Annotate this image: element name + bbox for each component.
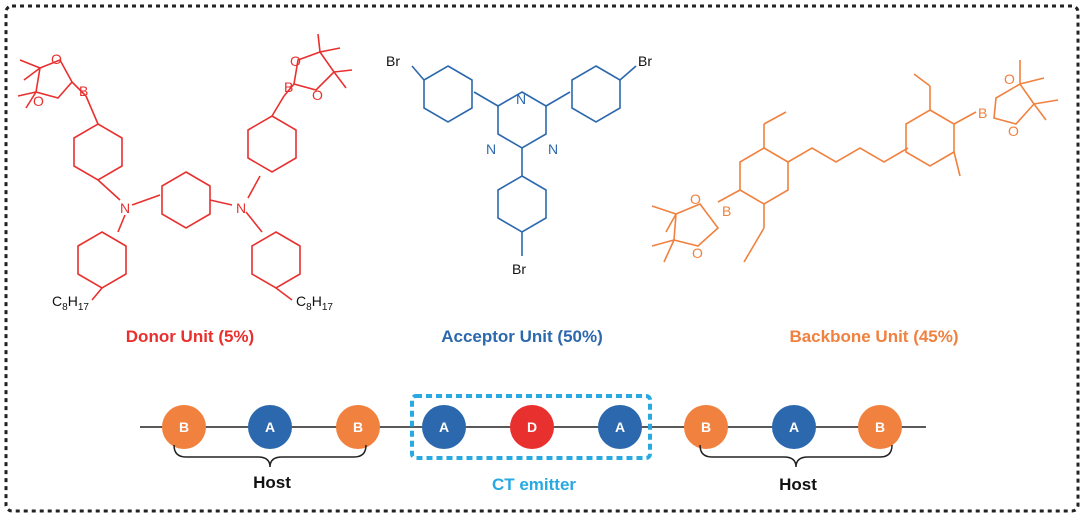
acceptor-nitrogen-3: N — [548, 141, 558, 157]
donor-alkyl-left: C8H17 — [52, 293, 89, 313]
host-brace-left — [173, 444, 367, 468]
donor-boron-left: B — [79, 83, 88, 99]
donor-alkyl-labels: C8H17 C8H17 — [52, 293, 333, 313]
acceptor-nitrogen-2: N — [486, 141, 496, 157]
bead-label-8: A — [789, 419, 799, 435]
bead-acceptor-8 — [772, 405, 816, 449]
bead-label-9: B — [875, 419, 885, 435]
donor-boron-right: B — [284, 79, 293, 95]
acceptor-bromine-left: Br — [386, 53, 400, 69]
backbone-structure — [651, 60, 1059, 263]
bead-label-5: D — [527, 419, 537, 435]
donor-alkyl-right: C8H17 — [296, 293, 333, 313]
acceptor-nitrogens: N N N — [486, 91, 558, 157]
backbone-oxygen-1: O — [690, 191, 701, 207]
acceptor-caption: Acceptor Unit (50%) — [441, 327, 603, 346]
acceptor-bromine-right: Br — [638, 53, 652, 69]
backbone-oxygen-3: O — [1004, 71, 1015, 87]
bead-label-3: B — [353, 419, 363, 435]
bead-label-4: A — [439, 419, 449, 435]
host-label-right: Host — [779, 475, 817, 494]
backbone-caption: Backbone Unit (45%) — [789, 327, 958, 346]
donor-oxygen-4: O — [312, 87, 323, 103]
acceptor-atoms: Br Br Br — [386, 53, 652, 277]
bead-backbone-1 — [162, 405, 206, 449]
bead-label-7: B — [701, 419, 711, 435]
bead-label-6: A — [615, 419, 625, 435]
acceptor-nitrogen-1: N — [516, 91, 526, 107]
bead-acceptor-6 — [598, 405, 642, 449]
bead-acceptor-2 — [248, 405, 292, 449]
donor-nitrogen-right: N — [236, 200, 246, 216]
donor-oxygen-1: O — [51, 51, 62, 67]
bead-label-1: B — [179, 419, 189, 435]
bead-backbone-7 — [684, 405, 728, 449]
host-label-left: Host — [253, 473, 291, 492]
backbone-boron-right: B — [978, 105, 987, 121]
bead-donor-5 — [510, 405, 554, 449]
bead-backbone-3 — [336, 405, 380, 449]
backbone-oxygen-4: O — [1008, 123, 1019, 139]
backbone-boron-left: B — [722, 203, 731, 219]
outer-frame — [4, 4, 1080, 513]
ct-emitter-label: CT emitter — [492, 475, 576, 494]
donor-atoms: B B O O O O N N — [33, 51, 323, 216]
backbone-oxygen-2: O — [692, 245, 703, 261]
donor-oxygen-2: O — [33, 93, 44, 109]
acceptor-bromine-bottom: Br — [512, 261, 526, 277]
donor-nitrogen-left: N — [120, 200, 130, 216]
bead-acceptor-4 — [422, 405, 466, 449]
donor-structure — [17, 33, 353, 301]
bead-label-2: A — [265, 419, 275, 435]
ct-emitter-box — [410, 394, 652, 460]
bead-backbone-9 — [858, 405, 902, 449]
backbone-atoms: B B O O O O — [690, 71, 1019, 261]
acceptor-structure — [411, 65, 637, 256]
host-brace-right — [699, 444, 893, 468]
donor-oxygen-3: O — [290, 53, 301, 69]
donor-caption: Donor Unit (5%) — [126, 327, 254, 346]
